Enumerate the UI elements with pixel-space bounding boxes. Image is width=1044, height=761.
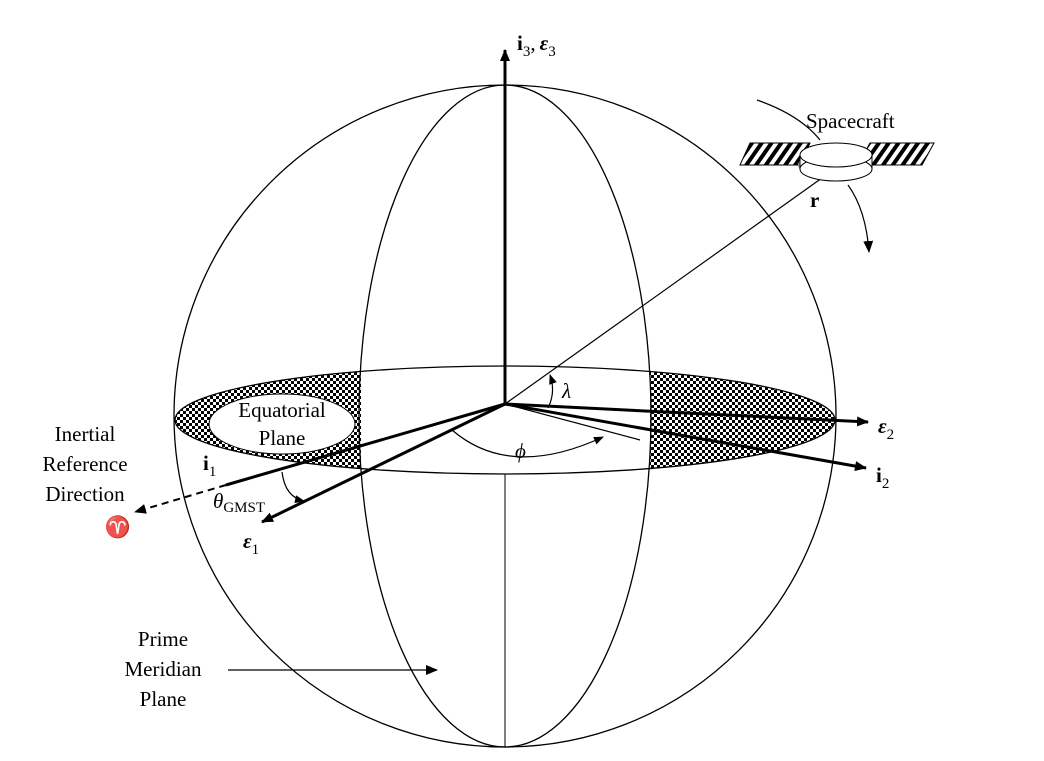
theta-gmst-arc bbox=[281, 471, 305, 504]
lambda-label: λ bbox=[561, 379, 571, 403]
phi-arc bbox=[451, 429, 604, 458]
i1-axis bbox=[225, 402, 506, 487]
e2-axis bbox=[504, 402, 869, 427]
equatorial-plane-label-line2: Plane bbox=[259, 426, 306, 450]
inertial-reference-label-line3: Direction bbox=[45, 482, 125, 506]
lambda-arc bbox=[547, 374, 557, 409]
prime-meridian-label-line3: Plane bbox=[140, 687, 187, 711]
phi-label: ϕ bbox=[515, 439, 526, 463]
i2-label: i2 bbox=[876, 463, 889, 492]
spacecraft-label: Spacecraft bbox=[806, 109, 895, 133]
equator-front-arc bbox=[174, 419, 836, 475]
prime-meridian-label-line1: Prime bbox=[138, 627, 188, 651]
e1-label: ε1 bbox=[243, 529, 259, 558]
r-vector bbox=[504, 167, 837, 405]
inertial-reference-label-line2: Reference bbox=[42, 452, 127, 476]
aries-icon: ♈ bbox=[105, 514, 131, 539]
equatorial-plane-label-line1: Equatorial bbox=[238, 398, 326, 422]
inertial-reference-dashed bbox=[134, 484, 227, 514]
spacecraft-orbit-arc bbox=[756, 99, 821, 141]
i1-label: i1 bbox=[203, 451, 216, 480]
spacecraft-orbit-arc-lower bbox=[847, 184, 874, 253]
i2-axis bbox=[504, 402, 867, 472]
inertial-reference-label-line1: Inertial bbox=[55, 422, 116, 446]
prime-meridian-label-line2: Meridian bbox=[125, 657, 202, 681]
i3-e3-label: i3,ε3 bbox=[517, 31, 556, 60]
e2-label: ε2 bbox=[878, 414, 894, 443]
r-projection-line bbox=[504, 403, 641, 441]
r-label: r bbox=[810, 188, 819, 212]
theta-gmst-label: θGMST bbox=[213, 489, 265, 516]
equatorial-label-bubble bbox=[208, 393, 356, 455]
spacecraft-icon bbox=[739, 142, 935, 182]
